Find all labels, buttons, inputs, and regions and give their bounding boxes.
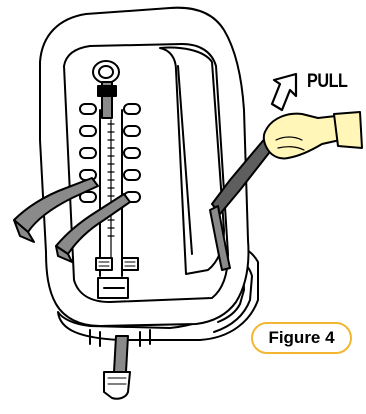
figure-caption: Figure 4 [251, 322, 352, 354]
buckle-connector-left [96, 258, 112, 270]
pulling-hand [264, 114, 340, 159]
crotch-strap [114, 336, 128, 372]
crotch-buckle [104, 372, 130, 399]
seat-back-shell [40, 8, 249, 326]
buckle-connector-right [122, 258, 138, 270]
pull-arrow [272, 74, 296, 110]
hand-cuff [334, 112, 362, 148]
pull-label: PULL [307, 71, 347, 93]
top-strap-buckle [98, 86, 116, 96]
